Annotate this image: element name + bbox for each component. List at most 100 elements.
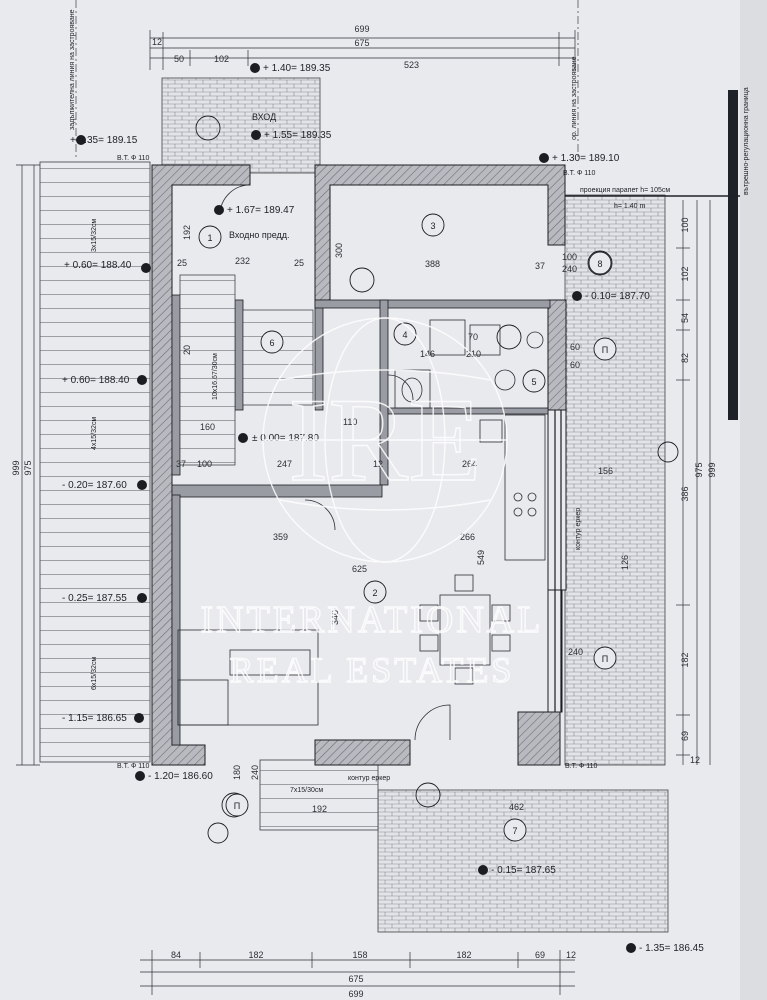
right-dim-total: 999	[707, 462, 717, 477]
room-terrace-p3: П	[234, 801, 240, 811]
entrance-label: ВХОД	[252, 112, 276, 122]
bottom-dimension-chain	[140, 950, 575, 995]
dim-25b: 25	[294, 258, 304, 268]
top-dim-b: 102	[214, 54, 229, 64]
top-dimension-chain	[149, 30, 576, 70]
stair-label-e: 7х15/30см	[290, 787, 323, 794]
level-l15: - 1.35= 186.45	[639, 943, 704, 954]
dim-37: 37	[535, 261, 545, 271]
downpipe-3: В.Т. Ф 110	[117, 763, 150, 770]
left-dim-total: 999	[11, 460, 21, 475]
right-dim-r5: 102	[680, 266, 690, 281]
level-l5: + 1.67= 189.47	[227, 205, 295, 216]
dim-70: 70	[468, 332, 478, 342]
right-dim-r7: 82	[680, 353, 690, 363]
dim-264: 264	[462, 459, 477, 469]
level-l10: - 0.20= 187.60	[62, 480, 127, 491]
level-l11: - 0.25= 187.55	[62, 593, 127, 604]
room-number-5: 5	[531, 377, 536, 387]
dim-359: 359	[273, 532, 288, 542]
dim-100: 100	[562, 252, 577, 262]
dim-247: 247	[277, 459, 292, 469]
top-dim-overall: 699	[354, 24, 369, 34]
watermark-globe	[262, 317, 508, 563]
level-markers	[76, 63, 636, 953]
left-dim-inner: 975	[23, 460, 33, 475]
top-dim-left: 12	[152, 37, 162, 47]
room-number-8: 8	[597, 259, 602, 269]
right-dim-r3: 69	[680, 731, 690, 741]
dim-25a: 25	[177, 258, 187, 268]
kitchen-counter	[479, 414, 546, 561]
top-dim-c: 523	[404, 60, 419, 70]
bay-outline-right-label: контур еркер	[575, 508, 582, 550]
interior-stair-landing	[242, 309, 314, 406]
bay-outline-label: контур еркер	[348, 775, 390, 782]
level-l13: - 1.20= 186.60	[148, 771, 213, 782]
stair-label-c: 4х15/32см	[91, 417, 98, 450]
interior-stair	[179, 274, 236, 466]
dim-110: 110	[343, 417, 357, 427]
entrance-hall-label: Входно предд.	[229, 230, 290, 240]
dining-table	[419, 574, 511, 685]
stair-label-d: 6х15/32см	[91, 657, 98, 690]
section-markers	[195, 115, 679, 844]
level-l6: + 0.60= 188.40	[64, 260, 132, 271]
right-dim-inner: 975	[694, 462, 704, 477]
construction-line-label: задължителна линия на застрояване	[69, 9, 76, 130]
dim-210: 210	[466, 349, 481, 359]
level-l12: - 1.15= 186.65	[62, 713, 127, 724]
dim-180: 180	[232, 765, 242, 780]
stair-label-b: 10х16.67/30см	[212, 353, 219, 400]
construction-line-right-label: ор. линия на застрояване	[571, 56, 578, 140]
downpipe-1: В.Т. Ф 110	[117, 155, 150, 162]
bottom-dim-e: 69	[535, 950, 545, 960]
watermark-line1: INTERNATIONAL	[201, 599, 544, 641]
bottom-dim-f: 12	[566, 950, 576, 960]
level-l7: - 0.10= 187.70	[585, 291, 650, 302]
dim-150: 240	[568, 647, 583, 657]
projection-note: проекция парапет h= 105см	[580, 187, 670, 194]
dim-60b: 60	[570, 360, 580, 370]
right-dim-r4: 100	[680, 217, 690, 232]
room-number-7: 7	[512, 826, 517, 836]
top-dim-inner: 675	[354, 38, 369, 48]
dim-192: 192	[182, 225, 192, 240]
dim-37b: 37	[176, 459, 186, 469]
dim-462: 462	[509, 802, 524, 812]
room-number-4: 4	[402, 330, 407, 340]
level-l8: + 0.60= 188.40	[62, 375, 130, 386]
watermark-line2: REAL ESTATES	[230, 650, 515, 690]
dim-240c: 240	[250, 765, 260, 780]
right-dim-r2: 182	[680, 652, 690, 667]
bottom-dim-b: 182	[248, 950, 263, 960]
top-dim-a: 50	[174, 54, 184, 64]
dim-100b: 100	[197, 459, 212, 469]
entrance-paving	[161, 77, 321, 174]
level-l14: - 0.15= 187.65	[491, 865, 556, 876]
dim-156: 156	[598, 466, 613, 476]
south-terrace-paving	[377, 789, 669, 933]
right-dim-r6: 54	[680, 313, 690, 323]
right-dim-r8: 12	[690, 755, 700, 765]
level-l4: + 1.30= 189.10	[552, 153, 620, 164]
h-note: h= 1.40 m	[614, 203, 645, 210]
south-stair	[259, 759, 379, 831]
dim-192b: 192	[312, 804, 327, 814]
bottom-dim-d: 182	[456, 950, 471, 960]
dim-20: 20	[182, 345, 192, 355]
bottom-dim-overall: 699	[348, 989, 363, 999]
sofa	[177, 629, 319, 726]
right-dimension-chain	[676, 200, 711, 765]
dim-300: 300	[334, 243, 344, 258]
left-dimension-chain	[16, 164, 40, 766]
paper-edge-shadow	[740, 0, 767, 1000]
level-l2: + 1.55= 189.35	[264, 130, 332, 141]
inner-dimensions: 232 25 25 388 37 100 240 192 20 146 210 …	[176, 225, 630, 814]
dim-625: 625	[352, 564, 367, 574]
stair-label-a: 3х15/32см	[91, 219, 98, 252]
room-number-6: 6	[269, 338, 274, 348]
room-number-3: 3	[430, 221, 435, 231]
regulation-border-label: вътрешно-регулационна граница	[743, 87, 750, 195]
